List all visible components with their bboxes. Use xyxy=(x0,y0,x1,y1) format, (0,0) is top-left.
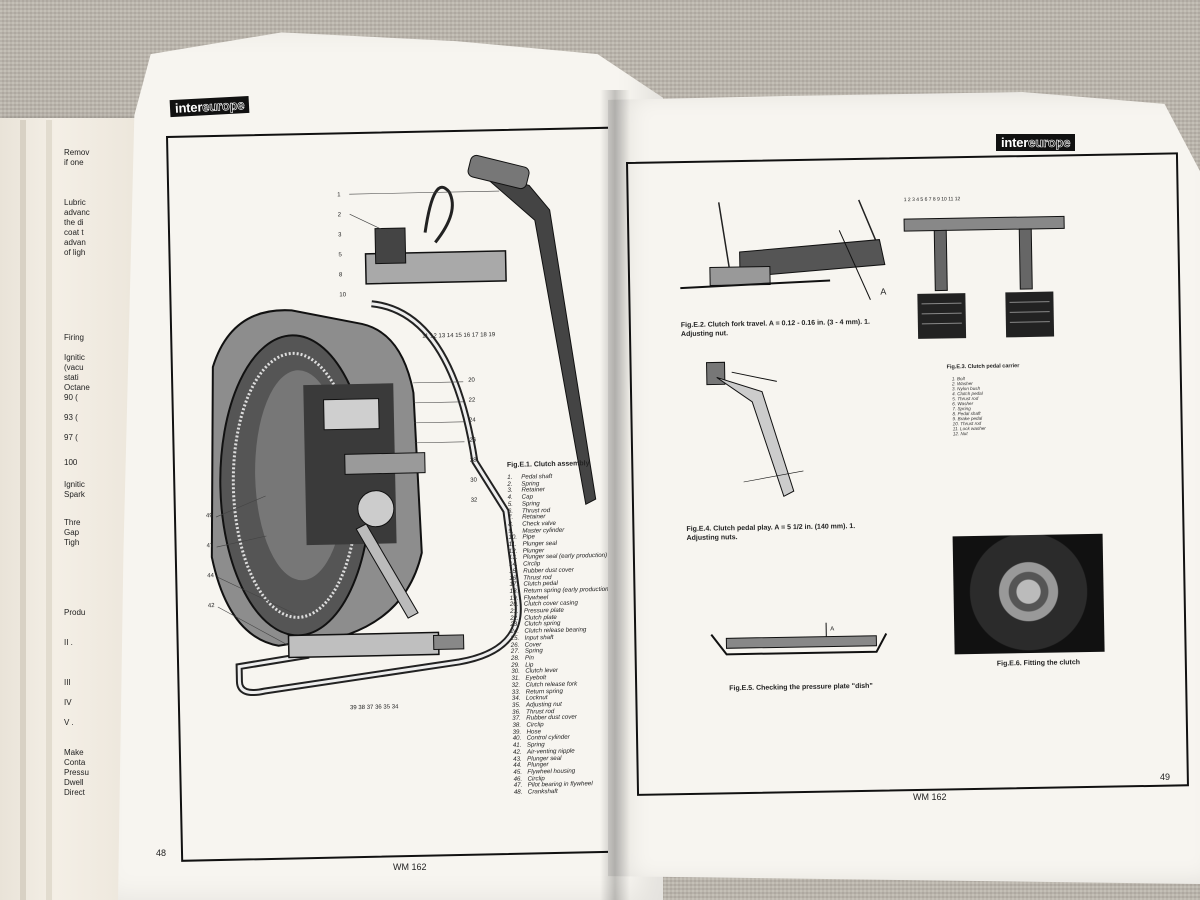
svg-text:32: 32 xyxy=(471,498,478,504)
page-edge xyxy=(20,120,26,900)
legend-number: 48. xyxy=(513,788,523,796)
svg-text:1: 1 xyxy=(337,192,341,198)
left-page-footer: WM 162 xyxy=(393,862,427,872)
svg-text:1 2 3 4 5 6 7 8 9 10 11 12: 1 2 3 4 5 6 7 8 9 10 11 12 xyxy=(904,196,961,203)
svg-text:A: A xyxy=(880,286,886,296)
previous-page-text-fragment: III xyxy=(64,678,71,687)
fig-e6-photo xyxy=(952,533,1105,655)
right-page-footer: WM 162 xyxy=(913,792,947,802)
left-page: intereurope xyxy=(118,32,663,900)
svg-text:26: 26 xyxy=(469,438,476,444)
right-figure-frame: A Fig.E.2. Clutch fork travel. A = 0.12 … xyxy=(626,152,1189,796)
fig-e3-legend-item: 12. Nut xyxy=(952,431,968,437)
previous-page-text-fragment: Remov xyxy=(64,148,90,157)
previous-page-text-fragment: stati xyxy=(64,373,79,382)
brand-logo: intereurope xyxy=(996,134,1076,151)
svg-text:8: 8 xyxy=(339,272,343,278)
legend-text: Crankshaft xyxy=(527,787,558,796)
brand-logo-part2: europe xyxy=(1028,135,1071,151)
previous-page-text-fragment: V . xyxy=(64,718,74,727)
svg-text:22: 22 xyxy=(469,398,476,404)
previous-page-text-fragment: Lubric xyxy=(64,198,86,207)
book-gutter-shadow xyxy=(600,90,630,900)
fig-e4-drawing xyxy=(706,361,804,498)
brand-logo-part1: inter xyxy=(1001,135,1029,150)
previous-page-text-fragment: Octane xyxy=(64,383,90,392)
page-edge xyxy=(46,120,52,900)
fig-e3-drawing: 1 2 3 4 5 6 7 8 9 10 11 12 xyxy=(903,196,1065,339)
previous-page-text-fragment: 93 ( xyxy=(64,413,78,422)
svg-text:44: 44 xyxy=(207,573,214,579)
fig-e3-caption: Fig.E.3. Clutch pedal carrier xyxy=(946,363,1020,371)
previous-page-text-fragment: Gap xyxy=(64,528,80,537)
svg-text:24: 24 xyxy=(469,418,476,424)
fig-e1-caption: Fig.E.1. Clutch assembly xyxy=(506,460,590,469)
svg-text:30: 30 xyxy=(470,478,477,484)
brand-logo: intereurope xyxy=(169,95,250,118)
previous-page-text-fragment: Make xyxy=(64,748,84,757)
previous-page-text-fragment: Ignitic xyxy=(64,353,85,362)
previous-page-text-fragment: 97 ( xyxy=(64,433,78,442)
previous-page-text-fragment: (vacu xyxy=(64,363,84,372)
previous-page-text-fragment: IV xyxy=(64,698,72,707)
fig-e2-drawing: A xyxy=(680,199,886,300)
previous-page-text-fragment: Conta xyxy=(64,758,86,767)
previous-page-text-fragment: 90 ( xyxy=(64,393,78,402)
brand-logo-part2: europe xyxy=(201,97,245,115)
svg-text:49: 49 xyxy=(206,513,213,519)
right-page: intereurope A Fig.E.2. Clutch fork trave… xyxy=(608,92,1200,884)
previous-page-text-fragment: coat t xyxy=(64,228,84,237)
previous-page-text-fragment: advanc xyxy=(64,208,90,217)
svg-text:10: 10 xyxy=(339,292,346,298)
left-figure-frame: 1 2 3 5 8 10 11 12 13 14 15 16 17 18 19 20 22… xyxy=(166,126,628,862)
previous-page-text-fragment: of ligh xyxy=(64,248,86,257)
previous-page-text-fragment: Ignitic xyxy=(64,480,85,489)
fig-e5-drawing: A xyxy=(710,622,888,656)
fig-e6-caption: Fig.E.6. Fitting the clutch xyxy=(996,659,1081,668)
previous-page-text-fragment: Spark xyxy=(64,490,85,499)
fig-e4-caption: Fig.E.4. Clutch pedal play. A = 5 1/2 in… xyxy=(686,523,856,542)
previous-page-text-fragment: II . xyxy=(64,638,73,647)
previous-page-text-fragment: Tigh xyxy=(64,538,80,547)
svg-text:2: 2 xyxy=(338,212,342,218)
previous-page-text-fragment: Direct xyxy=(64,788,85,797)
fig-e5-caption: Fig.E.5. Checking the pressure plate "di… xyxy=(729,682,873,693)
svg-text:39 38 37 36 35 34: 39 38 37 36 35 34 xyxy=(350,704,399,711)
left-page-number: 48 xyxy=(156,848,167,858)
fig-e2-caption: Fig.E.2. Clutch fork travel. A = 0.12 - … xyxy=(680,318,871,339)
clutch-assembly-drawing: 1 2 3 5 8 10 11 12 13 14 15 16 17 18 19 20 22… xyxy=(206,154,597,711)
right-page-number: 49 xyxy=(1160,772,1171,782)
previous-page-text-fragment: Pressu xyxy=(64,768,89,777)
svg-text:3: 3 xyxy=(338,232,342,238)
svg-text:11 12 13 14 15 16 17 18 19: 11 12 13 14 15 16 17 18 19 xyxy=(422,332,496,340)
previous-page-text-fragment: if one xyxy=(64,158,84,167)
svg-text:A: A xyxy=(830,626,834,632)
brand-logo-part1: inter xyxy=(174,99,203,116)
previous-page-text-fragment: Produ xyxy=(64,608,86,617)
previous-page-text-fragment: Thre xyxy=(64,518,81,527)
svg-text:42: 42 xyxy=(208,603,215,609)
previous-page-text-fragment: 100 xyxy=(64,458,78,467)
svg-text:20: 20 xyxy=(468,378,475,384)
svg-text:28: 28 xyxy=(470,458,477,464)
previous-page-text-fragment: Firing xyxy=(64,333,85,342)
svg-text:47: 47 xyxy=(207,543,214,549)
previous-page-text-fragment: advan xyxy=(64,238,86,247)
svg-text:5: 5 xyxy=(338,252,342,258)
previous-page-text-fragment: the di xyxy=(64,218,84,227)
previous-page-text-fragment: Dwell xyxy=(64,778,84,787)
